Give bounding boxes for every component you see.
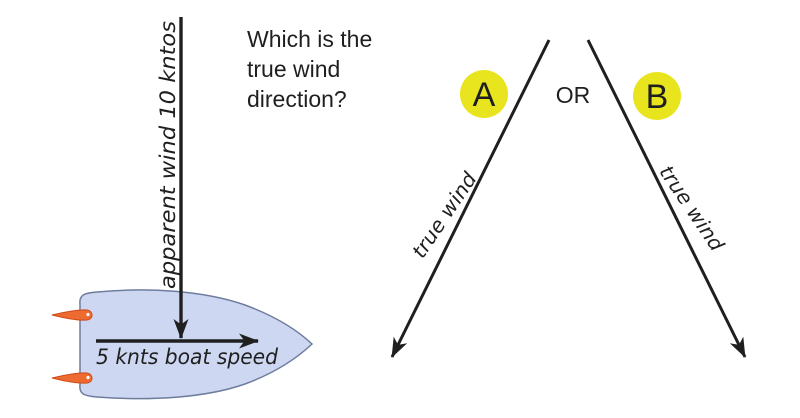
apparent-wind-label: apparent wind 10 kntos — [156, 21, 180, 289]
choice-a-letter: A — [473, 76, 496, 114]
choice-a-badge[interactable]: A — [460, 70, 508, 118]
oar-bottom-dot — [86, 375, 90, 380]
choice-b-circle[interactable] — [633, 72, 681, 120]
oar-top-blade — [51, 309, 93, 321]
question-line-2: true wind — [247, 56, 340, 82]
choice-b-letter: B — [646, 78, 669, 116]
true-wind-arrow-b — [586, 39, 747, 358]
question-line-1: Which is the — [247, 26, 372, 52]
oar-bottom-blade — [51, 372, 93, 384]
true-wind-arrow-a — [390, 39, 551, 358]
question-line-3: direction? — [247, 86, 347, 112]
boat-hull — [79, 289, 314, 400]
boat-speed-label: 5 knts boat speed — [96, 345, 279, 369]
true-wind-label-b: true wind — [654, 161, 729, 256]
oar-bottom — [51, 372, 93, 384]
oar-top — [51, 309, 93, 321]
oar-top-dot — [86, 312, 90, 317]
choice-b-badge[interactable]: B — [633, 72, 681, 120]
question-text: Which is the true wind direction? — [247, 26, 372, 112]
choice-a-circle[interactable] — [460, 70, 508, 118]
or-label: OR — [556, 82, 591, 108]
